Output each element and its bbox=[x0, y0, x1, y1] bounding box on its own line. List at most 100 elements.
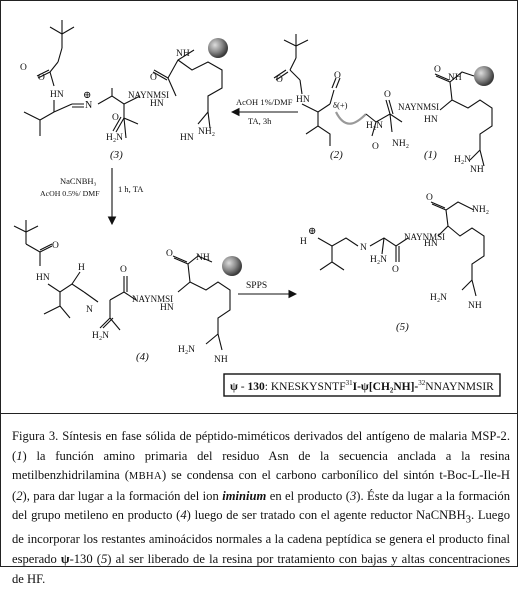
caption-ref-4: 4 bbox=[180, 508, 187, 523]
nh-resin-label-4: NH bbox=[196, 253, 210, 263]
resin-bead-1-icon bbox=[474, 66, 494, 86]
caption-ref-5: 5 bbox=[100, 552, 108, 567]
seq-end: NNAYNMSIR bbox=[425, 381, 494, 393]
seq-psi: ψ bbox=[230, 381, 238, 393]
delta-plus-label: δ(+) bbox=[333, 100, 348, 110]
h2n-label-3: H₂N bbox=[106, 133, 123, 143]
nh-label-5: H bbox=[300, 237, 307, 247]
boc-o-label: O bbox=[20, 63, 27, 73]
hn-label-3: HN bbox=[150, 99, 164, 109]
resin-bead-4-icon bbox=[222, 256, 242, 276]
nh2-label-5: NH₂ bbox=[472, 205, 489, 215]
o-label-3: O bbox=[150, 73, 157, 83]
arrow-1-top: AcOH 1%/DMF bbox=[236, 97, 293, 107]
amidine-nh-5: NH bbox=[468, 301, 482, 311]
caption-part-7: ) luego de ser tratado con el agente red… bbox=[186, 508, 466, 523]
n-label-4: N bbox=[86, 305, 93, 315]
amidine-h2n-5: H₂N bbox=[430, 293, 447, 303]
caption-part-8: . Luego de incorporar los restantes amin… bbox=[12, 508, 510, 567]
caption-psi: ψ bbox=[60, 552, 70, 567]
amidine-h2n-1: H₂N bbox=[454, 155, 471, 165]
arrow-3-top: SPPS bbox=[246, 281, 267, 291]
compound-1-label: (1) bbox=[424, 149, 437, 161]
h2n-label-1: H₂N bbox=[366, 121, 383, 131]
nh-resin-label-3: NH bbox=[176, 49, 190, 59]
o-label-5: O bbox=[392, 265, 399, 275]
figure-caption: Figura 3. Síntesis en fase sólida de pép… bbox=[12, 427, 510, 589]
chain-label-1: NAYNMSI bbox=[398, 102, 439, 112]
compound-3-label: (3) bbox=[110, 149, 123, 161]
h-label-4: H bbox=[78, 263, 85, 273]
hn-label-4b: HN bbox=[160, 303, 174, 313]
compound-5 bbox=[317, 201, 485, 297]
boc-o-label-2: O bbox=[276, 75, 283, 85]
amidine-nh2-3: NH₂ bbox=[198, 127, 215, 137]
seq-dash: - bbox=[238, 381, 248, 393]
arrow-1-bottom: TA, 3h bbox=[248, 116, 272, 126]
boc-o-label-4: O bbox=[52, 241, 59, 251]
seq-sup32: 32 bbox=[418, 379, 426, 387]
hn-label-1: HN bbox=[424, 115, 438, 125]
caption-part-6: ). Éste da lugar a la formación del grup… bbox=[12, 488, 511, 523]
nplus-plus-5: ⊕ bbox=[308, 226, 316, 237]
caption-iminium: iminium bbox=[222, 488, 267, 503]
h2n-label-5: H₂N bbox=[370, 255, 387, 265]
n-label-5: N bbox=[360, 243, 367, 253]
amidine-h2n-4: H₂N bbox=[178, 345, 195, 355]
o2-label-1: O bbox=[372, 142, 379, 152]
hn-label-2: HN bbox=[296, 95, 310, 105]
nh-label-3: HN bbox=[50, 90, 64, 100]
compound-1 bbox=[365, 71, 493, 167]
caption-sub-3: 3 bbox=[465, 514, 471, 526]
o2-label-3: O bbox=[112, 113, 119, 123]
seq-sup31: 31 bbox=[346, 379, 354, 387]
hn-label-5: HN bbox=[424, 239, 438, 249]
o2-label-5: O bbox=[426, 193, 433, 203]
o3-label-1: O bbox=[434, 65, 441, 75]
amidine-nh-1: NH bbox=[470, 165, 484, 175]
iminium-n-label: N bbox=[85, 100, 92, 111]
figure-divider bbox=[0, 413, 518, 414]
seq-mid: I-ψ[CH₂NH]- bbox=[353, 381, 419, 393]
aldehyde-o-label: O bbox=[334, 71, 341, 81]
seq-num: 130 bbox=[248, 381, 266, 393]
iminium-plus: ⊕ bbox=[83, 90, 91, 101]
compound-3 bbox=[23, 20, 223, 139]
sequence-box bbox=[223, 373, 501, 397]
caption-part-1: Figura 3. Síntesis en fase sólida de pép… bbox=[12, 429, 510, 463]
compound-2 bbox=[273, 34, 341, 146]
compound-4 bbox=[13, 220, 231, 351]
compound-5-label: (5) bbox=[396, 321, 409, 333]
o-label-1: O bbox=[384, 90, 391, 100]
resin-bead-icon bbox=[208, 38, 228, 58]
attack-curve bbox=[335, 111, 367, 125]
compound-2-label: (2) bbox=[330, 149, 343, 161]
caption-part-4: ), para dar lugar a la formación del ion bbox=[22, 488, 223, 503]
nh2-label-1: NH₂ bbox=[392, 139, 409, 149]
arrow-2-right: 1 h, TA bbox=[118, 184, 144, 194]
chain-label-3: NAYNMSI bbox=[128, 90, 169, 100]
compound-4-label: (4) bbox=[136, 351, 149, 363]
caption-part-5: en el producto ( bbox=[266, 488, 350, 503]
chain-label-4: NAYNMSI bbox=[132, 294, 173, 304]
caption-ref-3: 3 bbox=[349, 488, 357, 503]
amidine-nh-4: NH bbox=[214, 355, 228, 365]
arrow-2-left-1: NaCNBH₃ bbox=[60, 176, 97, 186]
sequence-text: ψ - 130: KNESKYSNTF31I-ψ[CH₂NH]-32NNAYNM… bbox=[230, 379, 494, 393]
h2n-label-4: H₂N bbox=[92, 331, 109, 341]
arrow-2-left-2: AcOH 0.5%/ DMF bbox=[40, 189, 100, 198]
seq-colon: : KNESKYSNTF bbox=[265, 381, 346, 393]
caption-part-2: ) la función amino primaria del residuo … bbox=[12, 448, 510, 483]
caption-ref-1: 1 bbox=[16, 448, 23, 463]
nh-resin-label-1: NH bbox=[448, 73, 462, 83]
boc-o2-label: O bbox=[38, 73, 45, 83]
o2-label-4: O bbox=[166, 249, 173, 259]
amidine-hn-3: HN bbox=[180, 133, 194, 143]
o-label-4: O bbox=[120, 265, 127, 275]
caption-ref-2: 2 bbox=[16, 488, 23, 503]
caption-part-3: ) se condensa con el carbono carbonílico… bbox=[12, 468, 510, 503]
hn-label-4: HN bbox=[36, 273, 50, 283]
caption-part-9: -130 ( bbox=[69, 552, 101, 567]
reaction-scheme: O O HN N ⊕ NAYNMSI O NH HN H₂N O HN NH₂ … bbox=[13, 20, 501, 397]
chain-label-5: NAYNMSI bbox=[404, 232, 445, 242]
